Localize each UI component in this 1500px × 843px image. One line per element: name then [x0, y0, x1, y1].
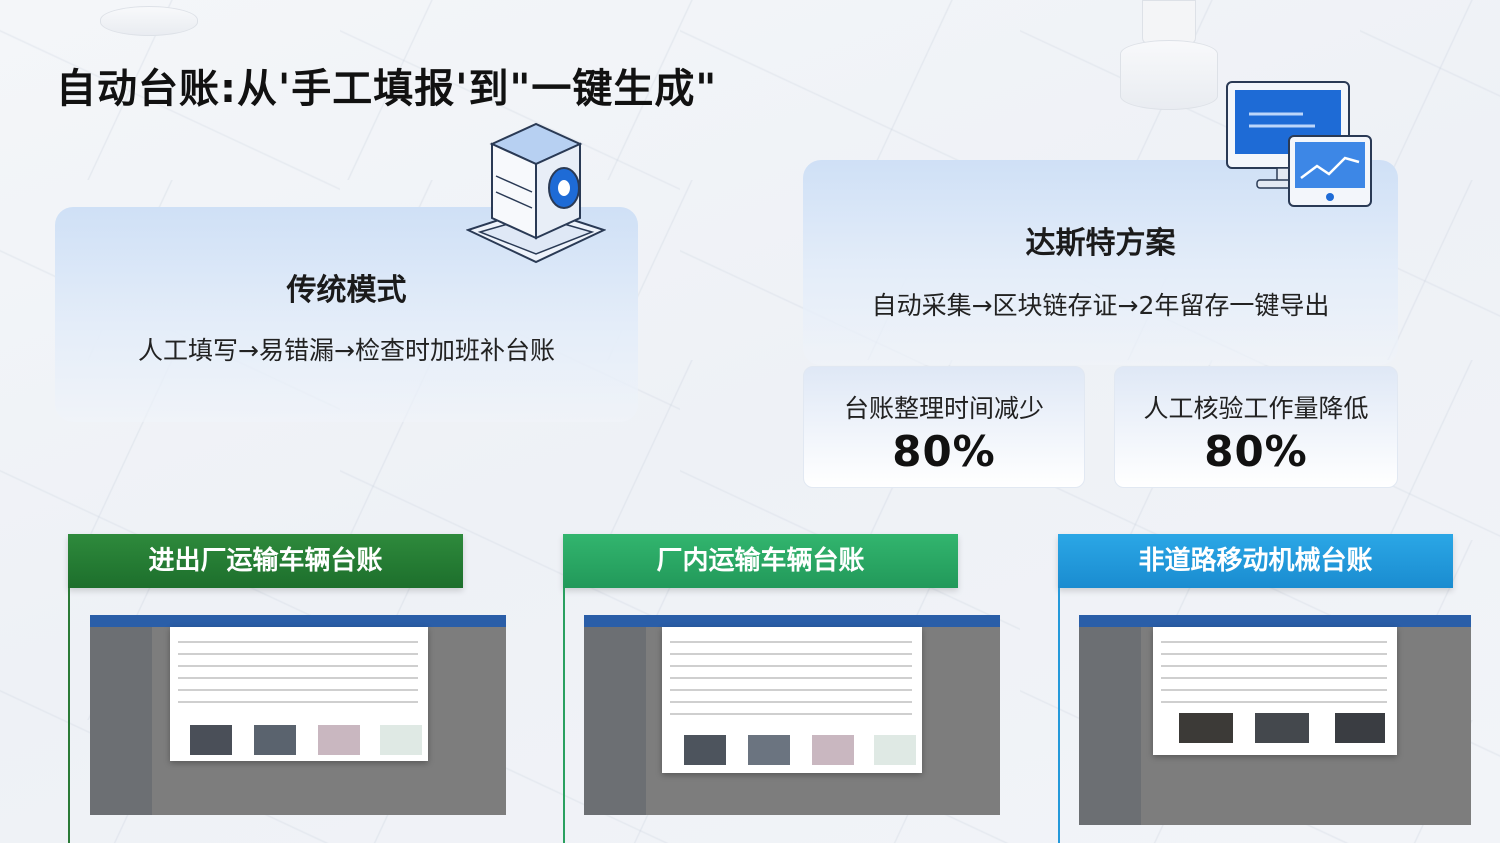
pedestal-left: [100, 0, 198, 36]
server-box-icon: [466, 122, 606, 264]
stat-label: 人工核验工作量降低: [1143, 394, 1369, 423]
stat-value: 80%: [1204, 427, 1308, 476]
ledger-screenshot-1: [90, 615, 506, 815]
stat-workload-reduction: 人工核验工作量降低 80%: [1114, 366, 1398, 488]
stat-label: 台账整理时间减少: [843, 394, 1044, 423]
panel-title: 厂内运输车辆台账: [563, 534, 958, 588]
stat-time-reduction: 台账整理时间减少 80%: [803, 366, 1085, 488]
traditional-heading: 传统模式: [286, 273, 407, 308]
ledger-screenshot-3: [1079, 615, 1471, 825]
page-title: 自动台账:从'手工填报'到"一键生成": [56, 66, 718, 112]
dst-description: 自动采集→区块链存证→2年留存一键导出: [871, 291, 1330, 320]
pedestal-right: [1120, 0, 1218, 110]
panel-title: 进出厂运输车辆台账: [68, 534, 463, 588]
panel-border: [563, 588, 565, 843]
panel-border: [68, 588, 70, 843]
panel-border: [1058, 588, 1060, 843]
panel-in-plant-vehicles: 厂内运输车辆台账: [563, 534, 958, 843]
ledger-screenshot-2: [584, 615, 1000, 815]
monitor-chart-icon: [1226, 81, 1372, 207]
dst-heading: 达斯特方案: [1025, 226, 1176, 261]
panel-title: 非道路移动机械台账: [1058, 534, 1453, 588]
panel-non-road-machinery: 非道路移动机械台账: [1058, 534, 1453, 843]
panel-entry-exit-vehicles: 进出厂运输车辆台账: [68, 534, 463, 843]
traditional-description: 人工填写→易错漏→检查时加班补台账: [138, 336, 555, 365]
stat-value: 80%: [892, 427, 996, 476]
